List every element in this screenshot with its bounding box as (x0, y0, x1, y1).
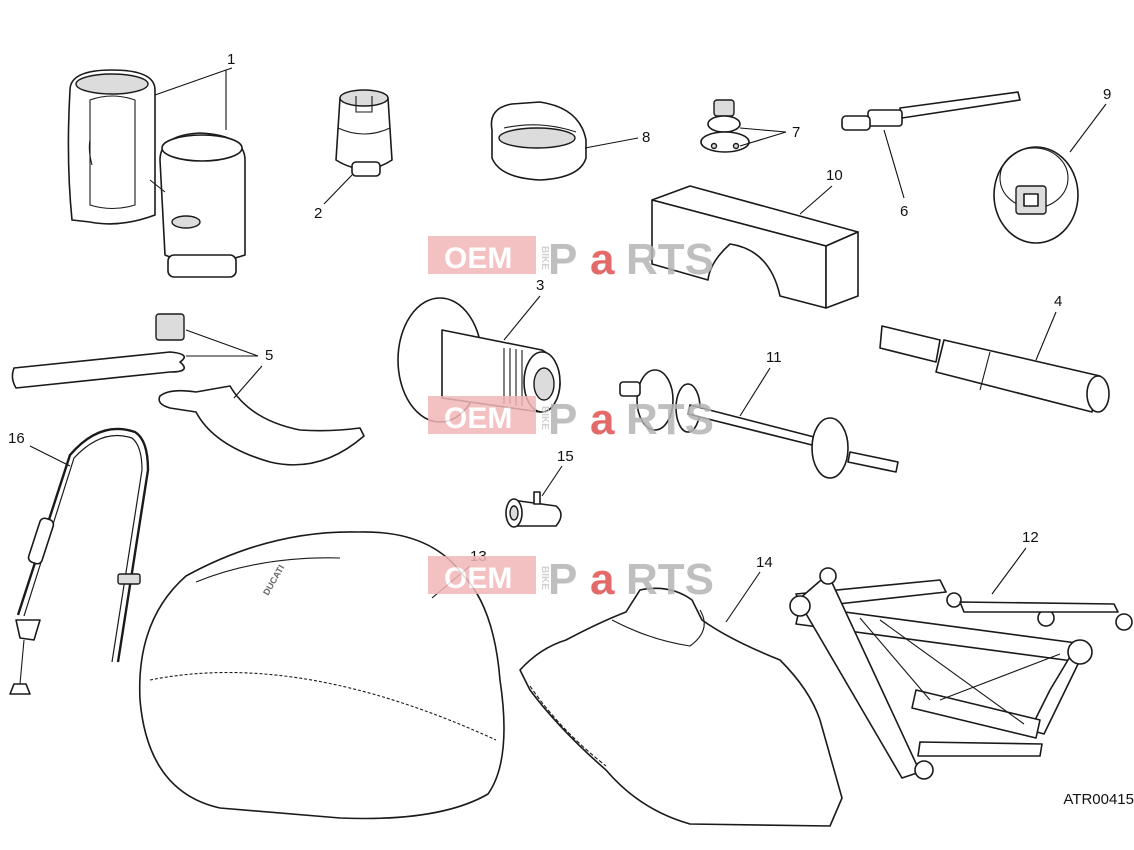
svg-text:P: P (548, 555, 577, 604)
svg-text:RTS: RTS (626, 395, 714, 444)
part-12-frame-stand (789, 567, 1133, 780)
callout-12: 12 (1022, 529, 1039, 546)
leader-14 (725, 571, 761, 623)
leader-11 (739, 367, 771, 417)
part-15-sleeve (505, 491, 562, 528)
leader-15 (541, 465, 563, 497)
callout-16: 16 (8, 430, 25, 447)
callout-6: 6 (900, 203, 908, 220)
svg-text:a: a (590, 235, 615, 284)
callout-1: 1 (227, 51, 235, 68)
callout-11: 11 (766, 349, 782, 366)
leader-10 (799, 185, 833, 215)
callout-10: 10 (826, 167, 843, 184)
svg-text:P: P (548, 235, 577, 284)
part-13-seat-cover (138, 531, 505, 820)
part-6-rod-fitting (841, 91, 1021, 131)
leader-7 (739, 127, 787, 147)
leader-12 (991, 547, 1027, 595)
svg-text:BIKE: BIKE (539, 566, 550, 590)
part-8-half-ring (490, 101, 587, 181)
callout-5: 5 (265, 347, 273, 364)
callout-9: 9 (1103, 86, 1111, 103)
part-7-valve-nut (700, 99, 750, 153)
part-11-puller-rod (619, 369, 899, 479)
part-3-bearing-driver (397, 297, 561, 423)
callout-8: 8 (642, 129, 650, 146)
watermark-3: OEM BIKE P a RTS (428, 555, 714, 604)
svg-text:OEM: OEM (444, 562, 512, 595)
svg-text:BIKE: BIKE (539, 406, 550, 430)
svg-text:OEM: OEM (444, 402, 512, 435)
svg-text:RTS: RTS (626, 555, 714, 604)
callout-4: 4 (1054, 293, 1062, 310)
part-10-support-block (651, 185, 859, 309)
part-9-spanner-nut (993, 146, 1079, 244)
part-5-spanner (11, 313, 365, 466)
svg-text:OEM: OEM (444, 242, 512, 275)
callout-15: 15 (557, 448, 574, 465)
svg-text:a: a (590, 555, 615, 604)
drawing-code: ATR00415 (1063, 791, 1134, 808)
leader-4 (1035, 311, 1057, 361)
leader-6 (883, 129, 905, 199)
leader-2 (323, 174, 353, 205)
leader-1 (154, 67, 233, 130)
callout-14: 14 (756, 554, 773, 571)
callout-3: 3 (536, 277, 544, 294)
leader-5 (185, 329, 263, 399)
part-2-socket (335, 89, 393, 177)
svg-text:BIKE: BIKE (539, 246, 550, 270)
leader-3 (503, 295, 541, 341)
svg-text:P: P (548, 395, 577, 444)
leader-9 (1069, 103, 1107, 153)
callout-7: 7 (792, 124, 800, 141)
watermark-1: OEM BIKE P a RTS (428, 235, 714, 284)
part-16-stand (9, 427, 150, 695)
svg-text:RTS: RTS (626, 235, 714, 284)
callout-2: 2 (314, 205, 322, 222)
svg-text:a: a (590, 395, 615, 444)
leader-8 (584, 137, 639, 149)
part-1-split-bushing (67, 69, 246, 278)
part-4-cylinder-pin (879, 325, 1110, 413)
watermark-2: OEM BIKE P a RTS (428, 395, 714, 444)
leader-16 (29, 445, 71, 467)
part-14-tank-cover (519, 587, 843, 827)
